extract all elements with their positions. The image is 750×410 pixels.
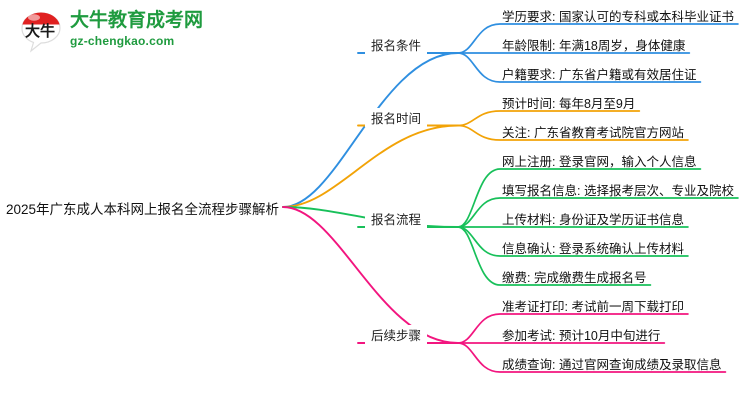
leaf-label-3-1[interactable]: 网上注册: 登录官网，输入个人信息 [502, 155, 697, 169]
leaf-label-3-3[interactable]: 上传材料: 身份证及学历证书信息 [502, 213, 684, 227]
branch-label-2[interactable]: 报名时间 [364, 107, 427, 127]
leaf-label-1-3[interactable]: 户籍要求: 广东省户籍或有效居住证 [502, 68, 697, 82]
logo-url: gz-chengkao.com [70, 34, 175, 48]
site-logo: 大牛 大牛教育成考网 gz-chengkao.com [18, 8, 248, 58]
leaf-label-1-2[interactable]: 年龄限制: 年满18周岁，身体健康 [502, 39, 686, 53]
root-node-label: 2025年广东成人本科网上报名全流程步骤解析 [6, 202, 280, 217]
branch-label-4[interactable]: 后续步骤 [364, 325, 427, 344]
branch-label-1[interactable]: 报名条件 [364, 35, 427, 54]
leaf-label-4-3[interactable]: 成绩查询: 通过官网查询成绩及录取信息 [502, 358, 722, 372]
logo-mark-icon: 大牛 [18, 10, 64, 54]
leaf-label-1-1[interactable]: 学历要求: 国家认可的专科或本科毕业证书 [502, 10, 734, 24]
leaf-label-2-2[interactable]: 关注: 广东省教育考试院官方网站 [502, 126, 684, 140]
leaf-label-2-1[interactable]: 预计时间: 每年8月至9月 [502, 97, 636, 111]
leaf-label-3-4[interactable]: 信息确认: 登录系统确认上传材料 [502, 242, 684, 256]
svg-text:大牛: 大牛 [25, 22, 55, 40]
leaf-label-4-1[interactable]: 准考证打印: 考试前一周下载打印 [502, 300, 684, 314]
branch-label-3[interactable]: 报名流程 [364, 209, 427, 228]
leaf-label-3-5[interactable]: 缴费: 完成缴费生成报名号 [502, 271, 647, 285]
logo-brand-name: 大牛教育成考网 [70, 10, 204, 31]
leaf-label-3-2[interactable]: 填写报名信息: 选择报考层次、专业及院校 [502, 184, 734, 198]
leaf-label-4-2[interactable]: 参加考试: 预计10月中旬进行 [502, 329, 661, 343]
logo-text-block: 大牛教育成考网 gz-chengkao.com [70, 9, 250, 49]
